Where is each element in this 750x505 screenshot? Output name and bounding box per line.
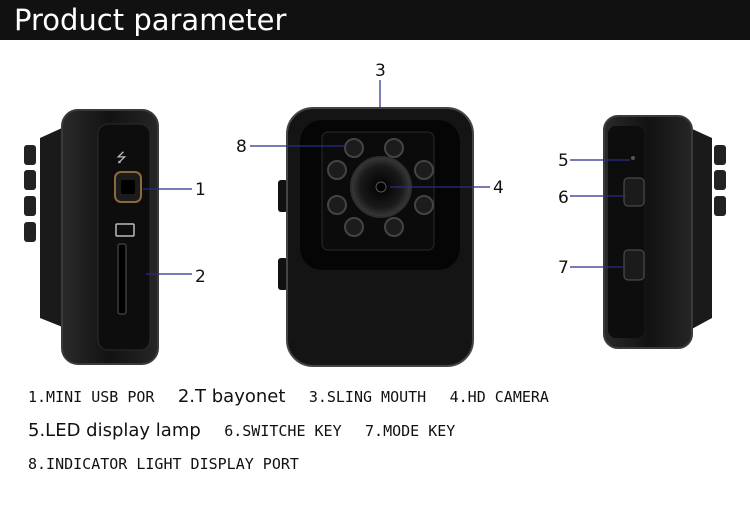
callout-1: 1 [195,180,206,200]
switch-key [623,177,645,207]
page-title: Product parameter [14,3,287,37]
callout-8: 8 [236,137,247,157]
legend-item-6: 6.SWITCHE KEY [224,422,342,440]
device-front [278,107,474,367]
legend-item-7: 7.MODE KEY [365,422,456,440]
callout-7: 7 [558,258,569,278]
callout-2: 2 [195,267,206,287]
led-display-lamp [631,156,635,160]
callout-5: 5 [558,151,569,171]
device-left-side: ⭍ [24,109,159,365]
ir-led-ring [327,138,434,237]
sd-card-icon [115,223,135,237]
legend-item-1: 1.MINI USB POR [28,388,155,406]
legend-item-2: 2.T bayonet [177,386,286,407]
legend-item-4: 4.HD CAMERA [449,388,549,406]
mode-key [623,249,645,281]
callout-6: 6 [558,188,569,208]
device-right-side [603,115,726,349]
sd-card-slot [117,243,127,315]
legend-row-3: 8.INDICATOR LIGHT DISPLAY PORT [28,454,317,474]
usb-icon: ⭍ [116,151,127,166]
product-diagram: ⭍ [24,61,726,367]
legend-item-8: 8.INDICATOR LIGHT DISPLAY PORT [28,455,299,473]
callout-3: 3 [375,61,386,81]
header-bar: Product parameter [0,0,750,40]
callout-4: 4 [493,178,504,198]
legend-item-3: 3.SLING MOUTH [308,388,427,406]
callout-lines [143,80,630,275]
legend-row-1: 1.MINI USB POR 2.T bayonet 3.SLING MOUTH… [28,386,567,407]
legend-item-5: 5.LED display lamp [28,420,201,441]
legend-row-2: 5.LED display lamp 6.SWITCHE KEY 7.MODE … [28,420,473,441]
